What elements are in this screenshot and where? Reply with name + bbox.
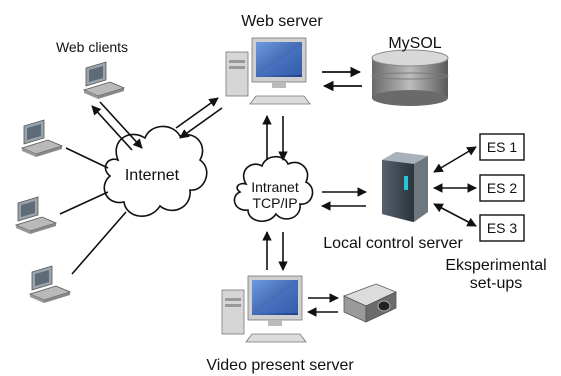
client-link [71,211,127,275]
es-box-label: ES 1 [487,139,518,155]
web-client-icon [83,61,125,100]
database-icon [371,49,449,106]
arrow-control-es3 [433,203,477,227]
web-server-computer-icon [225,37,311,105]
web-clients-label: Web clients [56,39,128,55]
es-box: ES 2 [479,174,525,202]
mysql-label: MySOL [388,35,441,52]
web-server-label: Web server [241,13,323,30]
projector-icon [342,283,398,323]
video-server-computer-icon [221,275,307,343]
local-control-server-label: Local control server [323,235,463,252]
es-box-label: ES 2 [487,180,518,196]
arrow-client-to-internet [99,101,143,149]
internet-label: Internet [125,167,180,184]
experimental-setups-label: Eksperimental [445,257,546,274]
es-box: ES 1 [479,133,525,161]
web-client-icon [15,196,57,235]
video-server-label: Video present server [206,357,354,374]
client-link [59,191,109,215]
arrow-internet-to-client [91,105,133,151]
experimental-setups-label-line2: set-ups [470,275,522,292]
es-box-label: ES 3 [487,220,518,236]
intranet-cloud-icon [233,155,314,222]
client-link [65,147,109,169]
es-box: ES 3 [479,214,525,242]
arrow-control-es1 [433,146,477,173]
web-client-icon [21,119,63,158]
intranet-protocol-label: TCP/IP [252,195,297,211]
intranet-label: Intranet [251,179,299,195]
control-server-tower-icon [382,152,428,222]
arrow-webserver-to-internet [179,107,223,139]
web-client-icon [29,265,71,304]
arrow-internet-to-webserver [175,97,219,129]
